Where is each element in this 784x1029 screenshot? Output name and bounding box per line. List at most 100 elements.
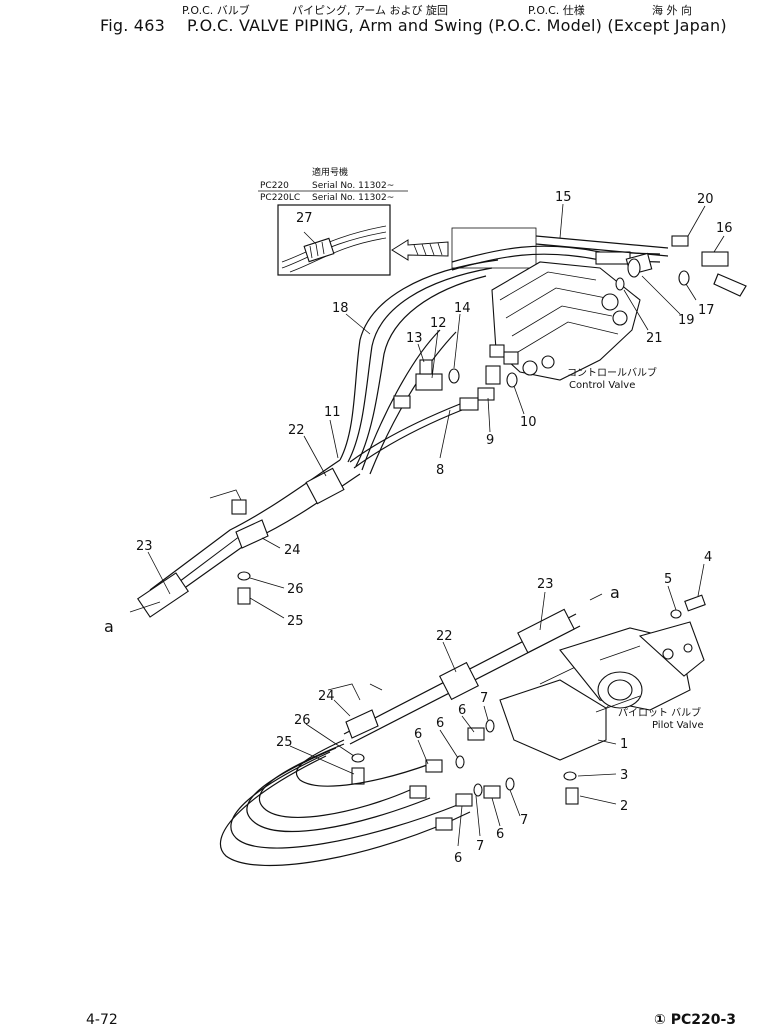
hose-8-end [459,397,479,411]
callout-23-upper: 23 [136,539,153,554]
control-valve-en: Control Valve [569,380,635,391]
callout-24-lower: 24 [318,689,335,704]
tee-12 [415,373,443,391]
callout-2: 2 [620,799,628,814]
fitting-6c [467,727,485,741]
sleeve-22-lower [438,661,480,701]
serial-model-2: PC220LC [260,193,300,203]
valve-port-2 [503,351,519,365]
callout-20: 20 [697,192,714,207]
plug-13 [419,359,433,375]
bolt-25-lower [351,767,365,785]
fitting-6d [455,793,473,807]
detail-frame [451,227,537,269]
model-code: ① PC220-3 [654,1012,737,1028]
callout-13: 13 [406,331,423,346]
callout-27: 27 [296,211,313,226]
washer-26-lower [351,753,365,763]
bolt-2 [565,787,579,805]
elbow-9 [485,365,501,385]
fitting-6b [425,759,443,773]
washer-5 [670,609,682,619]
page-number: 4-72 [86,1012,118,1028]
callout-25-upper: 25 [287,614,304,629]
header-jp-item-1: P.O.C. バルブ [182,4,250,17]
inset-box [277,204,391,276]
callout-7d: 7 [520,813,528,828]
callout-25-lower: 25 [276,735,293,750]
callout-24-upper: 24 [284,543,301,558]
callout-5: 5 [664,572,672,587]
bracket-1 [499,679,607,761]
callout-23-lower: 23 [537,577,554,592]
header-jp-item-2: パイピング, アーム および 旋回 [292,4,448,17]
control-valve [489,261,641,381]
callout-26-lower: 26 [294,713,311,728]
callout-12: 12 [430,316,447,331]
header-jp-item-4: 海 外 向 [652,4,692,17]
figure-title-text: P.O.C. VALVE PIPING, Arm and Swing (P.O.… [186,16,727,35]
callout-6b: 6 [414,727,422,742]
serial-number-1: Serial No. 11302~ [312,181,394,191]
callout-6d: 6 [496,827,504,842]
sleeve-22-upper [305,467,345,505]
control-valve-jp: コントロールバルブ [567,366,657,379]
serial-heading: 適用号機 [312,166,348,178]
connector-mark-lower: a [610,583,620,602]
serial-number-2: Serial No. 11302~ [312,193,394,203]
protector-23-upper [137,572,189,618]
serial-inset: 適用号機 PC220 Serial No. 11302~ PC220LC Ser… [258,166,408,276]
callout-7a: 7 [480,691,488,706]
callout-6e: 6 [436,716,444,731]
serial-model-1: PC220 [260,181,289,191]
o-ring-21 [627,258,641,278]
connector-mark-upper: a [104,617,114,636]
hose-15-fitting [595,251,631,265]
figure-number: Fig. 463 [100,16,165,35]
clamp-24-lower [345,709,379,739]
fitting-6a [409,785,427,799]
pilot-valve-en: Pilot Valve [652,720,704,731]
header-japanese: P.O.C. バルブ パイピング, アーム および 旋回 P.O.C. 仕様 海… [0,2,784,18]
callout-1: 1 [620,737,628,752]
callout-10: 10 [520,415,537,430]
callout-17: 17 [698,303,715,318]
callout-21: 21 [646,331,663,346]
protector-23-lower [517,608,575,654]
callout-6c: 6 [454,851,462,866]
callout-8: 8 [436,463,444,478]
callout-14: 14 [454,301,471,316]
valve-port-1 [489,344,505,358]
callout-15: 15 [555,190,572,205]
fitting-6e [483,785,501,799]
callout-3: 3 [620,768,628,783]
washer-26-upper [237,571,251,581]
callout-19: 19 [678,313,695,328]
clamp-24-upper [235,519,269,549]
connector-16 [701,251,729,267]
o-ring-17 [678,270,690,286]
pilot-valve [499,621,705,761]
o-ring-10 [506,372,518,388]
callout-22-upper: 22 [288,423,305,438]
callout-11: 11 [324,405,341,420]
callout-6a: 6 [458,703,466,718]
bolt-25-upper [237,587,251,605]
callout-22-lower: 22 [436,629,453,644]
header-jp-item-3: P.O.C. 仕様 [528,4,585,17]
hose-band [303,237,335,263]
adapter-9 [477,387,495,401]
callout-4: 4 [704,550,712,565]
bolt-4 [684,594,706,612]
view-arrow [391,239,449,261]
washer-3 [563,771,577,781]
figure-title: Fig. 463 P.O.C. VALVE PIPING, Arm and Swi… [100,16,727,35]
callout-7c: 7 [476,839,484,854]
callout-9: 9 [486,433,494,448]
o-ring-14 [448,368,460,384]
fitting-11 [393,395,411,409]
callout-26-upper: 26 [287,582,304,597]
callout-18: 18 [332,301,349,316]
pilot-valve-jp: パイロット バルブ [618,706,701,719]
